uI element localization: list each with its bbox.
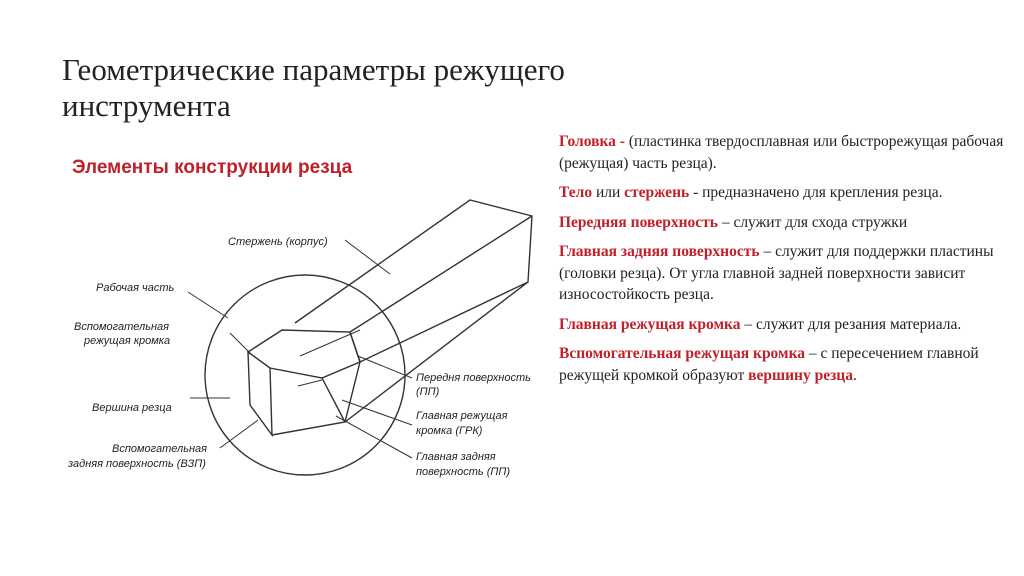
separator: - [615,133,629,150]
term-main-flank: Главная задняя поверхность [559,243,760,260]
label-tip: Вершина резца [92,402,172,414]
label-working-part: Рабочая часть [96,282,174,294]
cutter-diagram: Стержень (корпус) Рабочая часть Вспомога… [60,190,560,490]
term-shank: стержень [624,184,690,201]
definition-body: Тело или стержень - предназначено для кр… [559,182,1009,204]
definition-text: с пересечением главной режущей кромкой о… [559,345,979,384]
label-main-edge-2: кромка (ГРК) [416,425,483,437]
label-main-flank-2: поверхность (ПП) [416,466,510,478]
separator: – [740,315,756,333]
shank-body [294,199,533,423]
term-body: Тело [559,184,593,201]
cutter-head [246,329,362,438]
term-rake-face: Передняя поверхность [559,213,718,231]
label-main-edge-1: Главная режущая [416,410,508,422]
term-tip: вершину резца [748,366,853,384]
label-rake-1: Передня поверхность [416,372,531,384]
separator: – [717,213,734,231]
definition-text: служит для резания материала. [755,315,962,333]
definition-main-flank: Главная задняя поверхность – служит для … [559,241,1009,306]
definition-text: служит для схода стружки [733,213,908,231]
label-shank: Стержень (корпус) [228,236,328,248]
separator: – [759,243,776,260]
definition-main-edge: Главная режущая кромка – служит для реза… [559,314,1009,336]
term-main-edge: Главная режущая кромка [559,315,741,333]
term-head: Головка [559,133,616,150]
definition-text: (пластинка твердосплавная или быстрорежу… [559,133,1004,172]
leader-lines [187,239,413,459]
connector-text: или [592,184,625,201]
definition-aux-edge: Вспомогательная режущая кромка – с перес… [559,343,1009,386]
definition-rake-face: Передняя поверхность – служит для схода … [559,212,1009,234]
label-aux-flank-1: Вспомогательная [112,443,207,455]
separator: – [805,345,821,362]
label-aux-flank-2: задняя поверхность (ВЗП) [67,458,206,470]
definition-text: предназначено для крепления резца. [702,184,943,201]
label-aux-edge-1: Вспомогательная [74,321,169,333]
page-title: Геометрические параметры режущего инстру… [62,52,565,123]
definition-text: служит для поддержки пластины (головки р… [559,243,994,303]
label-rake-2: (ПП) [416,386,440,398]
definition-head: Головка - (пластинка твердосплавная или … [559,131,1009,174]
definitions-list: Головка - (пластинка твердосплавная или … [559,131,1009,394]
label-main-flank-1: Главная задняя [416,451,496,463]
cutter-drawing: Стержень (корпус) Рабочая часть Вспомога… [67,199,533,478]
separator: - [689,184,703,201]
term-aux-edge: Вспомогательная режущая кромка [559,345,806,362]
label-aux-edge-2: режущая кромка [83,335,170,347]
period: . [852,366,857,384]
section-subtitle: Элементы конструкции резца [72,157,353,178]
